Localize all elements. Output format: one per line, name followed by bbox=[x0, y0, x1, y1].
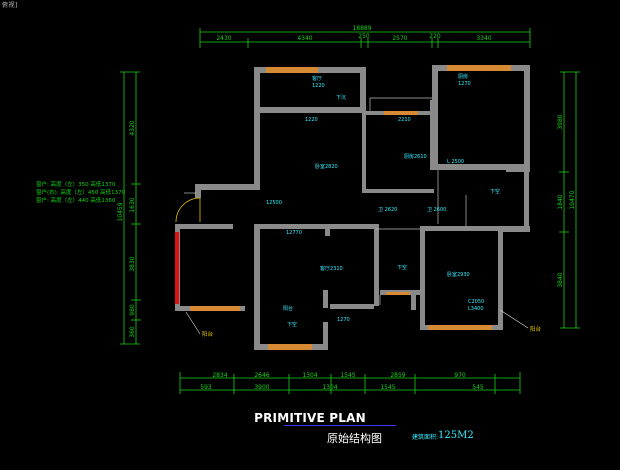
dim-bottom-inner-2: 1304 bbox=[302, 372, 317, 379]
dim-top-0: 2430 bbox=[216, 35, 231, 42]
room-sublabel-0: 1220 bbox=[312, 83, 325, 89]
dim-left-3: 980 bbox=[129, 304, 136, 316]
room-label-14: 下空 bbox=[397, 264, 407, 271]
room-label-8: 下空 bbox=[490, 188, 500, 195]
room-label-15: 卧室2930 bbox=[447, 271, 470, 278]
room-label-10: 卫 2600 bbox=[427, 207, 446, 213]
dim-top-total: 18889 bbox=[352, 25, 371, 32]
room-label-19: C2050 bbox=[468, 299, 484, 305]
dim-top-3: 2570 bbox=[392, 35, 407, 42]
room-label-4: 2210 bbox=[398, 117, 411, 123]
room-label-13: 客厅2310 bbox=[320, 265, 343, 272]
room-label-2: 1220 bbox=[305, 117, 318, 123]
dim-bottom-inner-4: 2859 bbox=[390, 372, 405, 379]
room-label-5: 厨房2610 bbox=[404, 153, 427, 160]
area-label: 建筑面积: bbox=[412, 434, 439, 441]
plan-subtitle: 原始结构图 bbox=[327, 432, 382, 445]
highlight-wall bbox=[175, 232, 179, 304]
room-label-9: 卫 2620 bbox=[378, 207, 397, 213]
dim-top-4: 220 bbox=[429, 33, 441, 40]
dim-bottom-outer-4: 545 bbox=[472, 384, 484, 391]
balcony-right-label: 阳台 bbox=[530, 325, 542, 333]
room-sublabel-19: L3400 bbox=[468, 306, 484, 312]
dim-left-2: 3830 bbox=[129, 256, 136, 271]
dim-right-0: 3980 bbox=[557, 114, 564, 129]
window-legend-2: 窗户: 高度（左）440 高低1360 bbox=[36, 196, 116, 204]
windows bbox=[190, 65, 511, 350]
dim-bottom-inner-0: 2834 bbox=[212, 372, 227, 379]
room-label-0: 客厅 bbox=[312, 75, 322, 82]
dim-bottom-inner-5: 970 bbox=[454, 372, 466, 379]
dim-bottom-outer-1: 3900 bbox=[254, 384, 269, 391]
balcony-labels: 阳台 阳台 bbox=[202, 325, 542, 338]
room-label-16: 下空 bbox=[287, 321, 297, 328]
dim-bottom-inner-1: 2646 bbox=[254, 372, 269, 379]
leader-lines bbox=[184, 192, 529, 335]
dim-left-4: 360 bbox=[129, 326, 136, 338]
interior-lines bbox=[369, 97, 467, 305]
plan-title-underline bbox=[284, 425, 396, 426]
door-swing bbox=[175, 197, 201, 223]
dim-top-5: 3340 bbox=[476, 35, 491, 42]
area-value: 125M2 bbox=[438, 430, 474, 441]
room-label-18: 1270 bbox=[337, 317, 350, 323]
dim-right-outer: 10470 bbox=[569, 190, 576, 209]
dim-bottom-inner-3: 1545 bbox=[340, 372, 355, 379]
dim-left-outer: 10459 bbox=[117, 202, 124, 221]
dim-top-2: 250 bbox=[358, 33, 370, 40]
dim-left-1: 1630 bbox=[129, 197, 136, 212]
window-legend: 窗户: 高度（左）350 高低1370 窗户(右): 高度（左）450 高低13… bbox=[36, 180, 126, 204]
dim-bottom-outer-0: 593 bbox=[200, 384, 212, 391]
balcony-left-label: 阳台 bbox=[202, 330, 214, 338]
room-label-12: 12770 bbox=[286, 230, 302, 236]
room-label-1: 下沉 bbox=[336, 94, 346, 101]
dimension-lines bbox=[120, 28, 580, 394]
room-label-6: 厨房 bbox=[458, 73, 468, 80]
corner-tag: 俯视] bbox=[2, 2, 18, 9]
window-legend-0: 窗户: 高度（左）350 高低1370 bbox=[36, 180, 116, 188]
room-sublabel-6: 1270 bbox=[458, 81, 471, 87]
room-label-7: L 2500 bbox=[447, 159, 464, 165]
dim-bottom-outer-2: 1304 bbox=[322, 384, 337, 391]
plan-title: PRIMITIVE PLAN bbox=[254, 411, 366, 425]
dim-bottom-outer-3: 1545 bbox=[380, 384, 395, 391]
room-label-11: 12500 bbox=[266, 200, 282, 206]
window-legend-1: 窗户(右): 高度（左）450 高低1370 bbox=[36, 188, 126, 196]
dim-right-2: 3840 bbox=[557, 272, 564, 287]
dim-left-0: 4320 bbox=[129, 120, 136, 135]
dim-right-1: 1840 bbox=[557, 194, 564, 209]
dimension-labels: 18889 2430 4340 250 2570 220 3340 10459 … bbox=[117, 25, 576, 391]
room-label-3: 卧室2820 bbox=[315, 163, 338, 170]
room-label-17: 阳台 bbox=[283, 305, 293, 312]
dim-top-1: 4340 bbox=[297, 35, 312, 42]
